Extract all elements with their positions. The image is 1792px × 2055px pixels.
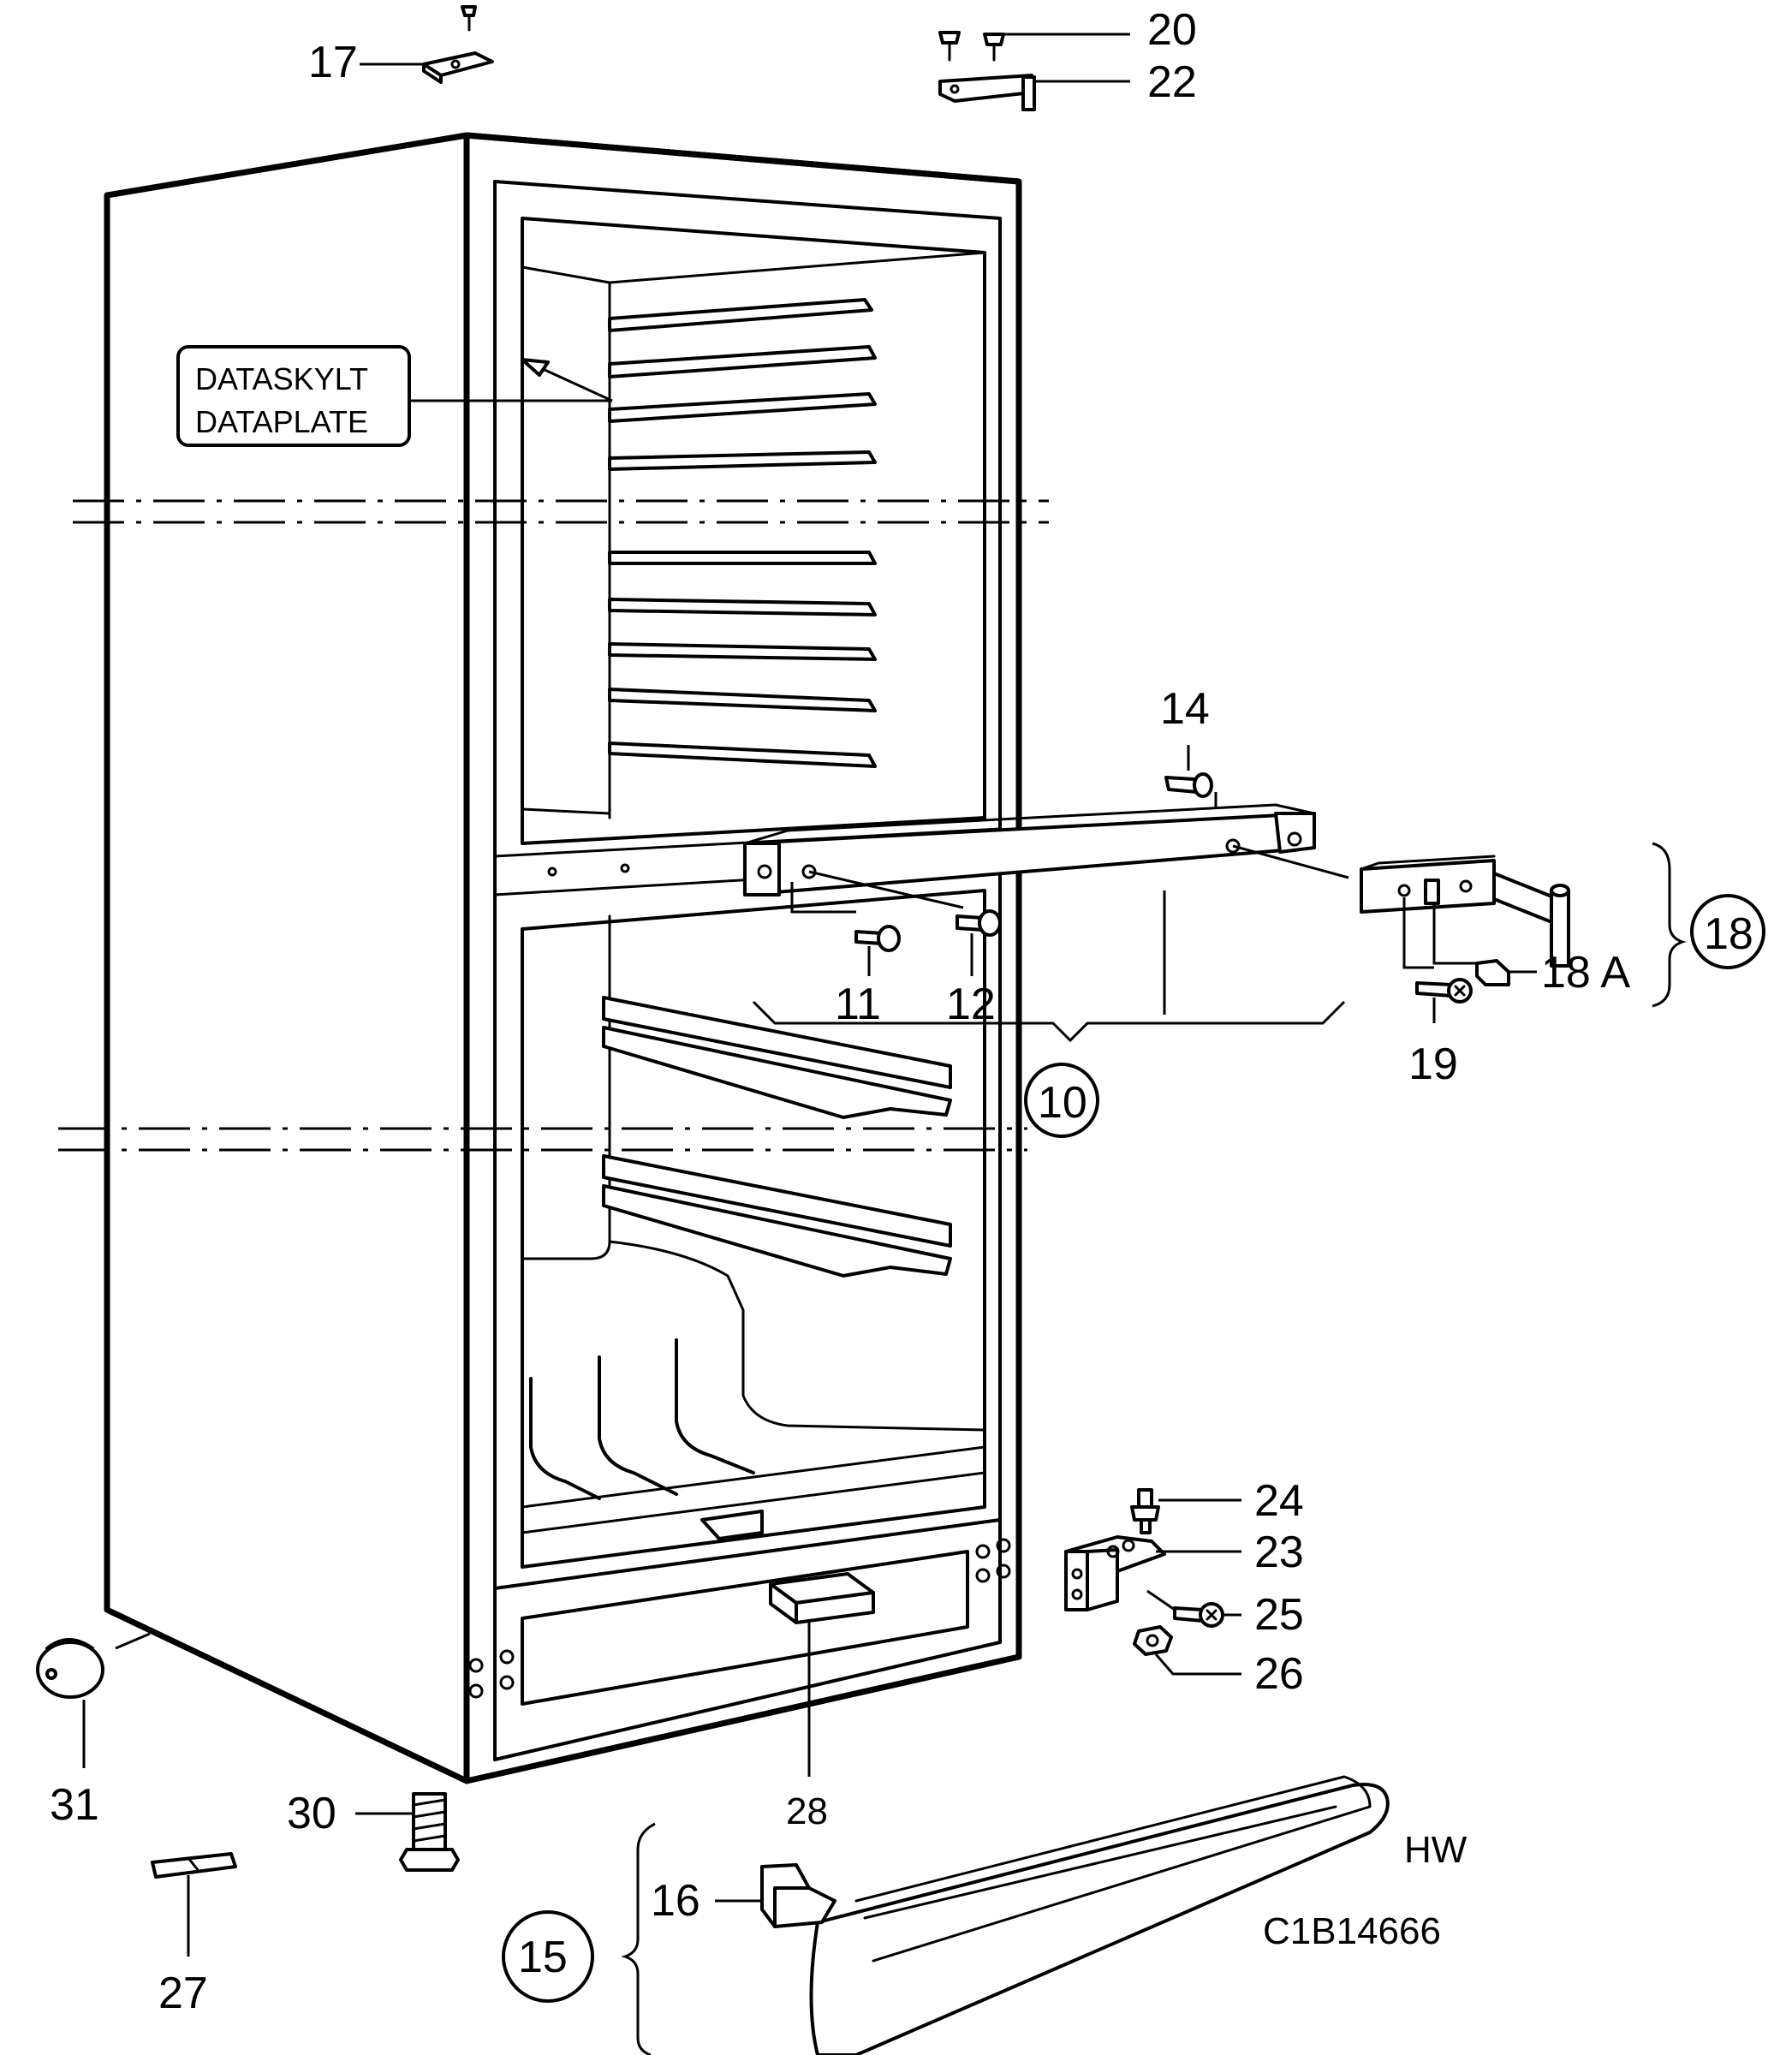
part-10-hinge-bar	[743, 803, 1346, 1043]
crisper-rails	[521, 1338, 986, 1534]
upper-compartment-back-top	[521, 251, 986, 284]
label-19: 19	[1408, 1039, 1458, 1089]
shelf-support-upper	[602, 996, 952, 1089]
label-31: 31	[50, 1780, 99, 1830]
label-22: 22	[1147, 57, 1197, 107]
label-16: 16	[651, 1876, 700, 1926]
shelf-support-lower	[602, 1154, 952, 1248]
label-28: 28	[786, 1790, 828, 1832]
part-24-pin	[1130, 1488, 1241, 1534]
label-18: 18	[1704, 909, 1753, 959]
label-11: 11	[835, 980, 881, 1029]
part-28-bracket	[769, 1572, 875, 1777]
part-22-top-hinge	[938, 74, 1130, 111]
part-17-hinge-cover	[360, 5, 494, 84]
part-19-screw	[1415, 978, 1473, 1023]
part-25-screw	[1146, 1589, 1241, 1628]
part-labels: 17 20 22 14 11 12 10 18 18 A 19 24 23 25…	[50, 5, 1753, 2018]
label-25: 25	[1254, 1590, 1304, 1640]
upper-compartment-liner	[521, 217, 986, 845]
part-23-bottom-hinge	[1064, 1535, 1241, 1611]
upper-compartment-floor-edge	[521, 807, 611, 815]
label-27: 27	[158, 1969, 208, 2018]
label-12: 12	[946, 980, 996, 1029]
part-15-handle-assembly	[621, 1775, 1390, 2055]
cabinet-front-inner-frame	[493, 180, 1002, 1761]
label-hw: HW	[1404, 1829, 1468, 1871]
label-10-ring	[1024, 1063, 1099, 1138]
data-plate: DATASKYLT DATAPLATE	[176, 345, 613, 447]
lower-compartment	[521, 889, 986, 1569]
label-26: 26	[1254, 1649, 1304, 1699]
label-10: 10	[1038, 1078, 1087, 1128]
handle-bar	[809, 1783, 1390, 2055]
label-17: 17	[308, 38, 358, 87]
cabinet	[104, 132, 1022, 1784]
part-20-screws	[938, 31, 1130, 62]
bottom-grille	[468, 1518, 1011, 1706]
part-14-screw	[1164, 745, 1217, 809]
label-20: 20	[1147, 5, 1197, 55]
lower-compartment-liner	[521, 889, 986, 1569]
label-14: 14	[1160, 684, 1210, 734]
data-plate-line2: DATAPLATE	[195, 404, 368, 439]
lower-back-edge	[521, 914, 611, 1260]
label-drawing-code: C1B14666	[1263, 1910, 1441, 1952]
cabinet-front-frame	[466, 132, 1022, 1784]
part-31-foot	[36, 1632, 151, 1768]
label-30: 30	[287, 1789, 336, 1838]
label-23: 23	[1254, 1528, 1304, 1577]
part-12-screw	[808, 870, 1002, 976]
part-11-screw	[790, 882, 901, 976]
part-27-spacer	[151, 1852, 237, 1957]
label-15: 15	[518, 1933, 568, 1982]
label-15-ring	[502, 1910, 594, 2003]
part-26-nut	[1133, 1625, 1241, 1676]
upper-shelf-ribs	[608, 298, 877, 768]
label-24: 24	[1254, 1476, 1304, 1526]
part-18-hinge	[1232, 842, 1687, 1008]
label-18a: 18 A	[1541, 948, 1630, 998]
data-plate-line1: DATASKYLT	[195, 361, 368, 396]
label-18-ring	[1690, 894, 1765, 969]
part-30-bolt	[355, 1792, 460, 1872]
upper-compartment	[521, 217, 986, 845]
